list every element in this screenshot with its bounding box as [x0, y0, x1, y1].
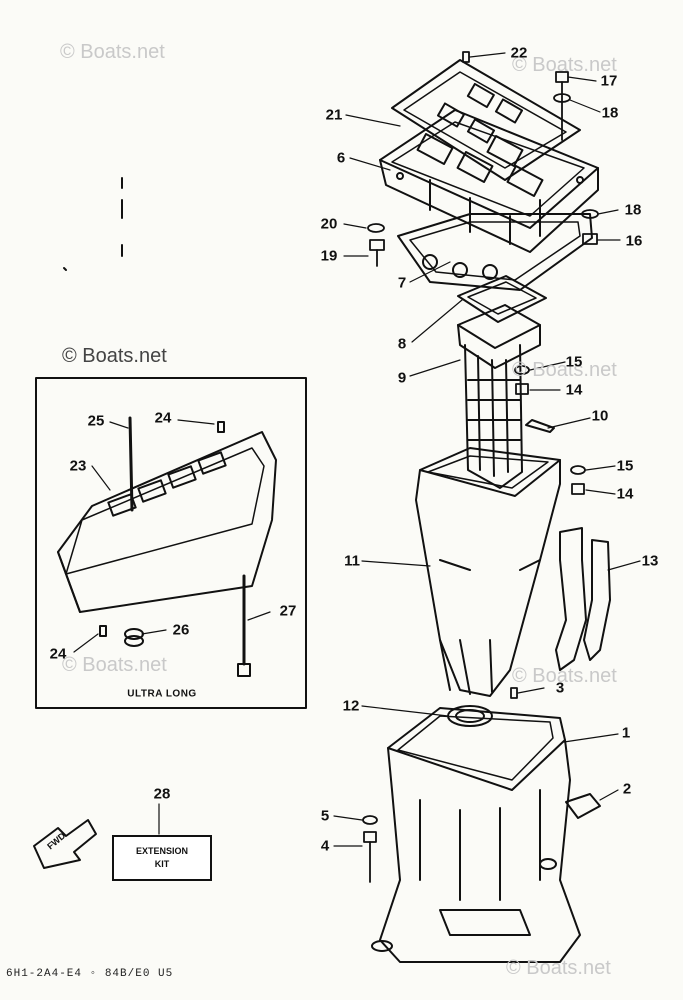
bolt-14	[515, 383, 529, 395]
inset-caption: ULTRA LONG	[127, 688, 197, 700]
callout-3: 3	[555, 679, 565, 697]
callout-20: 20	[320, 215, 338, 233]
callout-13: 13	[641, 552, 659, 570]
callout-2: 2	[622, 780, 632, 798]
gasket-7	[397, 213, 593, 291]
callout-19: 19	[320, 247, 338, 265]
dowel-3	[510, 687, 518, 699]
callout-14: 14	[616, 485, 634, 503]
margin-mark	[63, 267, 67, 271]
callout-6: 6	[336, 149, 346, 167]
bolt-14b	[571, 483, 585, 495]
callout-24: 24	[49, 645, 67, 663]
callout-22: 22	[510, 44, 528, 62]
washer-5	[362, 815, 378, 825]
callout-15: 15	[565, 353, 583, 371]
upper-case-11	[415, 447, 561, 697]
callout-25: 25	[87, 412, 105, 430]
kit-label-line2: KIT	[154, 859, 170, 869]
kit-label-line1: EXTENSION	[135, 845, 188, 856]
rubber-seal-13	[555, 527, 611, 671]
callout-28: 28	[153, 785, 171, 803]
callout-7: 7	[397, 274, 407, 292]
callout-24: 24	[154, 409, 172, 427]
fasteners	[362, 51, 599, 883]
callout-18: 18	[601, 104, 619, 122]
callout-21: 21	[325, 106, 343, 124]
watermark: © Boats.net	[62, 345, 167, 367]
callout-12: 12	[342, 697, 360, 715]
leader-lines	[158, 52, 641, 847]
ultra-long-inset	[35, 377, 307, 709]
watermark: © Boats.net	[512, 54, 617, 76]
callout-8: 8	[397, 335, 407, 353]
callout-18: 18	[624, 201, 642, 219]
callout-23: 23	[69, 457, 87, 475]
plug-2	[565, 793, 601, 819]
callout-4: 4	[320, 837, 330, 855]
bolt-4	[363, 831, 377, 843]
callout-9: 9	[397, 369, 407, 387]
fwd-arrow	[33, 819, 97, 869]
watermark: © Boats.net	[60, 41, 165, 63]
callout-5: 5	[320, 807, 330, 825]
watermark: © Boats.net	[512, 359, 617, 381]
callout-26: 26	[172, 621, 190, 639]
gasket-8	[457, 275, 547, 323]
callout-16: 16	[625, 232, 643, 250]
clip-10	[525, 419, 555, 433]
watermark: © Boats.net	[506, 957, 611, 979]
callout-11: 11	[344, 552, 360, 570]
bolt-16	[582, 233, 598, 245]
top-gasket-21	[391, 59, 581, 181]
washer-15	[514, 365, 530, 375]
dowel-22	[462, 51, 470, 63]
callout-15: 15	[616, 457, 634, 475]
callout-17: 17	[600, 72, 618, 90]
footer-code: 6H1-2A4-E4 ◦ 84B/E0 U5	[6, 968, 174, 980]
exhaust-guide-9	[457, 304, 541, 489]
bolt-19	[369, 239, 385, 251]
callout-14: 14	[565, 381, 583, 399]
callout-1: 1	[621, 724, 631, 742]
washer-20	[367, 223, 385, 233]
washer-15b	[570, 465, 586, 475]
watermark: © Boats.net	[512, 665, 617, 687]
callout-10: 10	[591, 407, 609, 425]
upper-casing-6	[379, 109, 599, 253]
callout-27: 27	[279, 602, 297, 620]
watermark: © Boats.net	[62, 654, 167, 676]
extension-kit-label: EXTENSION KIT	[112, 835, 212, 881]
lower-case-1	[371, 705, 581, 963]
